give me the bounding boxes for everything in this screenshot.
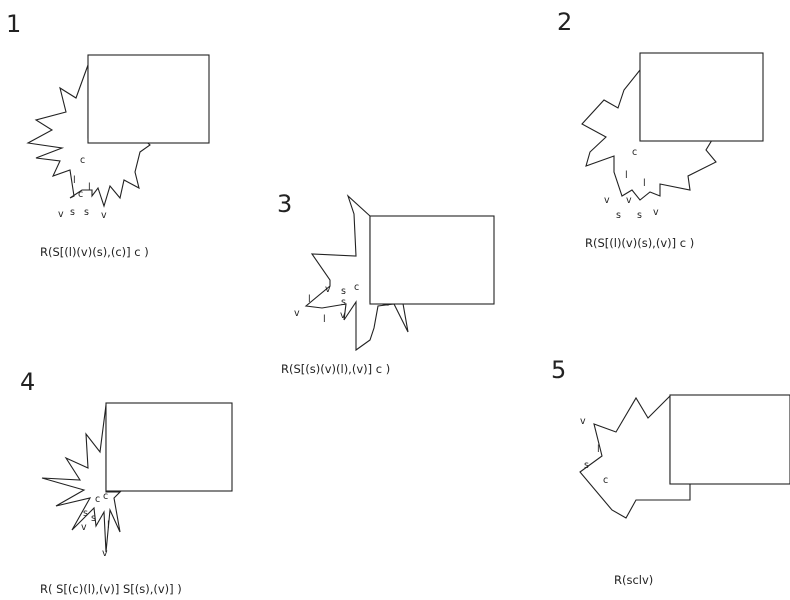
figure-5-label-s: s	[584, 460, 589, 471]
figure-5-label-v: v	[580, 416, 586, 427]
figure-4-label-s2: s	[91, 513, 96, 524]
figure-2-label-l2: l	[643, 178, 646, 189]
figure-1: 1 c l c l v s s v R(S[(l)(v)(s),(c)] c )	[6, 10, 210, 259]
figure-5-rectangle	[669, 394, 790, 485]
figure-3-label-v: v	[325, 284, 331, 295]
figure-4-label-l: l	[107, 520, 110, 531]
figure-1-label-s: s	[70, 207, 75, 218]
figure-3-label-v2: v	[294, 308, 300, 319]
figure-1-label-c2: c	[78, 189, 83, 200]
figure-2-label-v2: v	[604, 195, 610, 206]
figure-4-formula: R( S[(c)(l),(v)] S[(s),(v)] )	[40, 582, 182, 596]
figure-3-label-s: s	[341, 286, 346, 297]
figure-4-leaf-outline	[41, 404, 122, 553]
figure-4-label-s: s	[83, 508, 88, 519]
figure-4-label-c2: c	[103, 491, 108, 502]
figure-3: 3 c v s s l v l v R(S[(s)(v)(l),(v)] c )	[277, 190, 495, 376]
figure-1-label-l: l	[73, 175, 76, 186]
figure-2-label-l: l	[625, 170, 628, 181]
figure-2-rectangle	[639, 52, 764, 142]
figure-5: 5 v l s c R(sclv)	[551, 356, 790, 587]
figure-3-label-s2: s	[341, 297, 346, 308]
figure-3-rectangle	[369, 215, 495, 305]
figure-1-formula: R(S[(l)(v)(s),(c)] c )	[40, 245, 149, 259]
figure-2-label-c: c	[632, 147, 637, 158]
figure-1-label-v: v	[58, 209, 64, 220]
figure-3-label-l2: l	[323, 314, 326, 325]
figure-4-label-c: c	[95, 494, 100, 505]
figure-3-leaf-outline	[304, 194, 409, 352]
figure-2-label-s2: s	[637, 210, 642, 221]
figure-1-rectangle	[87, 54, 210, 144]
figure-2-label-s: s	[616, 210, 621, 221]
figure-4-rectangle	[105, 402, 233, 492]
figure-4-number: 4	[20, 368, 35, 396]
figure-1-leaf-outline	[26, 64, 151, 208]
figure-4: 4 c c s s l v v R( S[(c)(l),(v)] S[(s),(…	[20, 368, 233, 596]
figure-1-number: 1	[6, 10, 21, 38]
figure-3-formula: R(S[(s)(v)(l),(v)] c )	[281, 362, 390, 376]
figure-2-label-v: v	[626, 195, 632, 206]
figure-1-label-l2: l	[88, 182, 91, 193]
figure-5-formula: R(sclv)	[614, 573, 653, 587]
figure-5-label-c: c	[603, 475, 608, 486]
figure-2-number: 2	[557, 8, 572, 36]
figure-5-leaf-outline	[579, 394, 691, 519]
figure-3-number: 3	[277, 190, 292, 218]
figure-2-label-v3: v	[653, 207, 659, 218]
figure-3-label-c: c	[354, 282, 359, 293]
figure-4-label-v2: v	[102, 548, 108, 559]
figure-2-formula: R(S[(l)(v)(s),(v)] c )	[585, 236, 694, 250]
figure-3-label-v3: v	[340, 310, 346, 321]
figure-1-label-v2: v	[101, 210, 107, 221]
figure-5-label-l: l	[597, 444, 600, 455]
figure-1-label-c: c	[80, 155, 85, 166]
figure-3-label-l: l	[308, 294, 311, 305]
figure-1-label-s2: s	[84, 207, 89, 218]
figure-5-number: 5	[551, 356, 566, 384]
figure-2-leaf-outline	[581, 68, 717, 201]
figure-4-label-v: v	[81, 522, 87, 533]
figure-2: 2 c l v l v s s v R(S[(l)(v)(s),(v)] c )	[557, 8, 764, 250]
